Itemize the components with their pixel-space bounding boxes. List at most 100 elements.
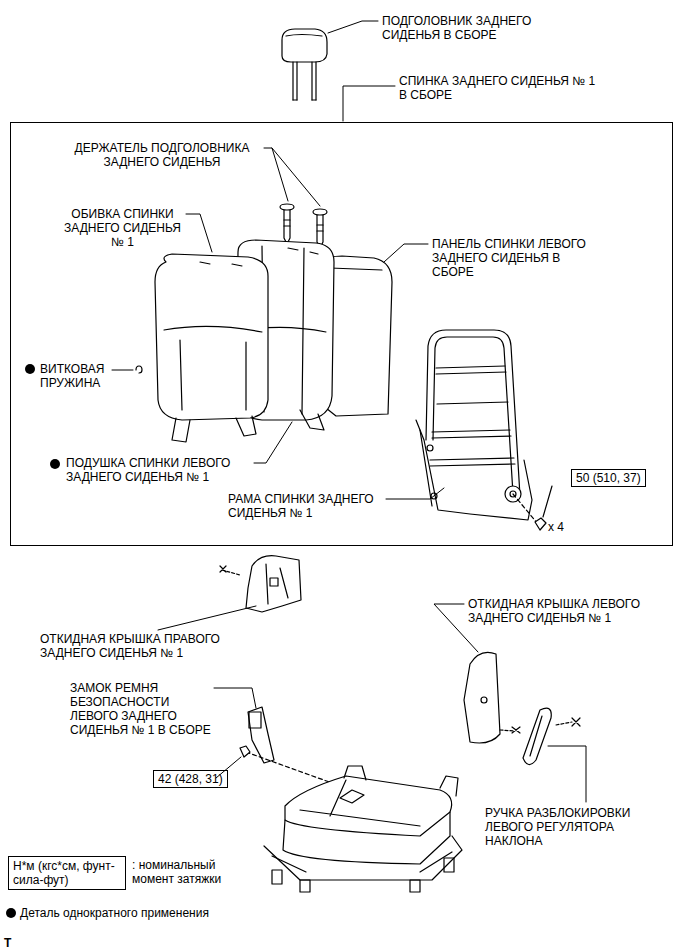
leader-line [343,86,395,121]
part-name: ПАНЕЛЬ СПИНКИ ЛЕВОГО ЗАДНЕГО СИДЕНЬЯ В С… [432,237,597,279]
seat-cushion-drawing [264,766,462,892]
seatback-cover-drawing [180,340,246,410]
seatback-frame-drawing [416,330,532,520]
box-text: 42 (428, 31) [158,772,223,786]
seatback-frame-drawing [436,366,506,374]
right-cover-drawing [270,578,278,586]
headrest-drawing [293,62,316,100]
buckle-drawing [240,707,346,788]
seatback-cover-drawing [164,326,262,332]
legend-text: : номинальный момент затяжки [132,858,256,886]
part-name: ПОДУШКА СПИНКИ ЛЕВОГО ЗАДНЕГО СИДЕНЬЯ № … [66,456,248,484]
seat-cushion-drawing [300,880,310,892]
leader-line [272,148,320,206]
left-cover-drawing [481,697,487,703]
seat-cushion-drawing [272,852,452,872]
bolt-drawing [513,486,552,530]
bolt-drawing [513,494,538,524]
seatback-pad-drawing [300,410,324,430]
seat-cushion-drawing [300,780,420,826]
left-cover-drawing [500,730,514,731]
box-text: 50 (510, 37) [576,471,641,485]
seatback-cover-drawing [172,418,190,442]
seat-cushion-drawing [283,812,450,864]
release-handle-drawing [523,708,551,764]
seatback-frame-drawing [426,330,520,496]
headrest-drawing [282,29,327,62]
headrest-drawing [282,29,327,100]
leader-line [264,148,288,201]
seatback-frame-drawing [427,445,433,451]
seatback-frame-drawing [437,402,508,404]
part-name: ВИТКОВАЯ ПРУЖИНА [40,362,120,390]
coil-spring-drawing [136,366,142,373]
assembly-title: СПИНКА ЗАДНЕГО СИДЕНЬЯ № 1 В СБОРЕ [399,74,599,102]
seat-cushion-drawing [410,880,420,892]
seatback-frame-drawing [433,337,513,494]
single-use-dot [50,459,60,469]
buckle-drawing [248,707,274,763]
headrest-holder-drawing [280,204,294,210]
leader-line [214,688,256,708]
right-cover-drawing [266,564,288,604]
left-cover-drawing [464,652,500,743]
seatback-frame-drawing [432,430,511,438]
release-handle-drawing [572,718,580,726]
figure-code: T [4,936,24,950]
leader-line [112,21,586,802]
seat-cushion-drawing [272,870,282,884]
seatback-frame-drawing [420,430,432,506]
seatback-pad-drawing [288,248,318,254]
headrest-holder-drawing [284,220,290,226]
part-name: ОТКИДНАЯ КРЫШКА ПРАВОГО ЗАДНЕГО СИДЕНЬЯ … [40,632,245,660]
leader-line [328,21,378,33]
bolt-drawing [543,486,552,517]
leader-line [112,370,133,371]
right-cover-drawing [246,556,301,612]
seat-cushion-drawing [444,858,454,872]
torque-box: 42 (428, 31) [153,770,228,788]
part-name: ДЕРЖАТЕЛЬ ПОДГОЛОВНИКА ЗАДНЕГО СИДЕНЬЯ [62,141,262,169]
single-use-dot [6,908,16,918]
part-name: ОТКИДНАЯ КРЫШКА ЛЕВОГО ЗАДНЕГО СИДЕНЬЯ №… [468,597,666,625]
legend-sample-box: Н*м (кгс*см, фунт-сила-фут) [8,856,126,890]
torque-box: 50 (510, 37) [571,469,646,487]
left-cover-drawing [464,652,520,743]
part-name: РУЧКА РАЗБЛОКИРОВКИ ЛЕВОГО РЕГУЛЯТОРА НА… [485,806,647,848]
headrest-holder-drawing [317,225,323,231]
seat-cushion-drawing [340,790,364,803]
seatback-cover-drawing [236,416,256,436]
headrest-drawing [293,99,316,100]
seatback-panel-drawing [330,268,382,270]
headrest-holder-drawing [284,210,290,244]
seat-cushion-drawing [440,776,458,796]
leader-line [386,488,444,499]
seatback-cover-drawing [155,254,268,442]
release-handle-drawing [530,716,542,756]
part-name: ПОДГОЛОВНИК ЗАДНЕГО СИДЕНЬЯ В СБОРЕ [382,14,552,42]
release-handle-drawing [523,708,580,764]
part-name: РАМА СПИНКИ ЗАДНЕГО СИДЕНЬЯ № 1 [228,492,386,520]
right-cover-drawing [220,556,301,612]
seat-cushion-drawing [344,766,366,780]
coil-spring-drawing [136,366,142,373]
left-cover-drawing [512,727,520,733]
headrest-drawing [286,35,322,37]
seatback-cover-drawing [200,262,242,266]
part-name: ОБИВКА СПИНКИ ЗАДНЕГО СИДЕНЬЯ № 1 [60,207,185,249]
buckle-drawing [249,712,261,728]
bolt-drawing [535,518,546,530]
leader-line [186,214,212,252]
seatback-frame-drawing [430,458,515,466]
leader-line [384,244,428,262]
buckle-drawing [240,746,250,757]
seat-cushion-drawing [264,836,462,880]
seat-cushion-drawing [285,776,452,836]
box-text: Н*м (кгс*см, фунт-сила-фут) [13,859,121,887]
quantity: x 4 [548,520,588,534]
right-cover-drawing [220,566,226,572]
leader-line [254,422,292,463]
release-handle-drawing [556,722,572,725]
seatback-frame-drawing [416,420,532,520]
